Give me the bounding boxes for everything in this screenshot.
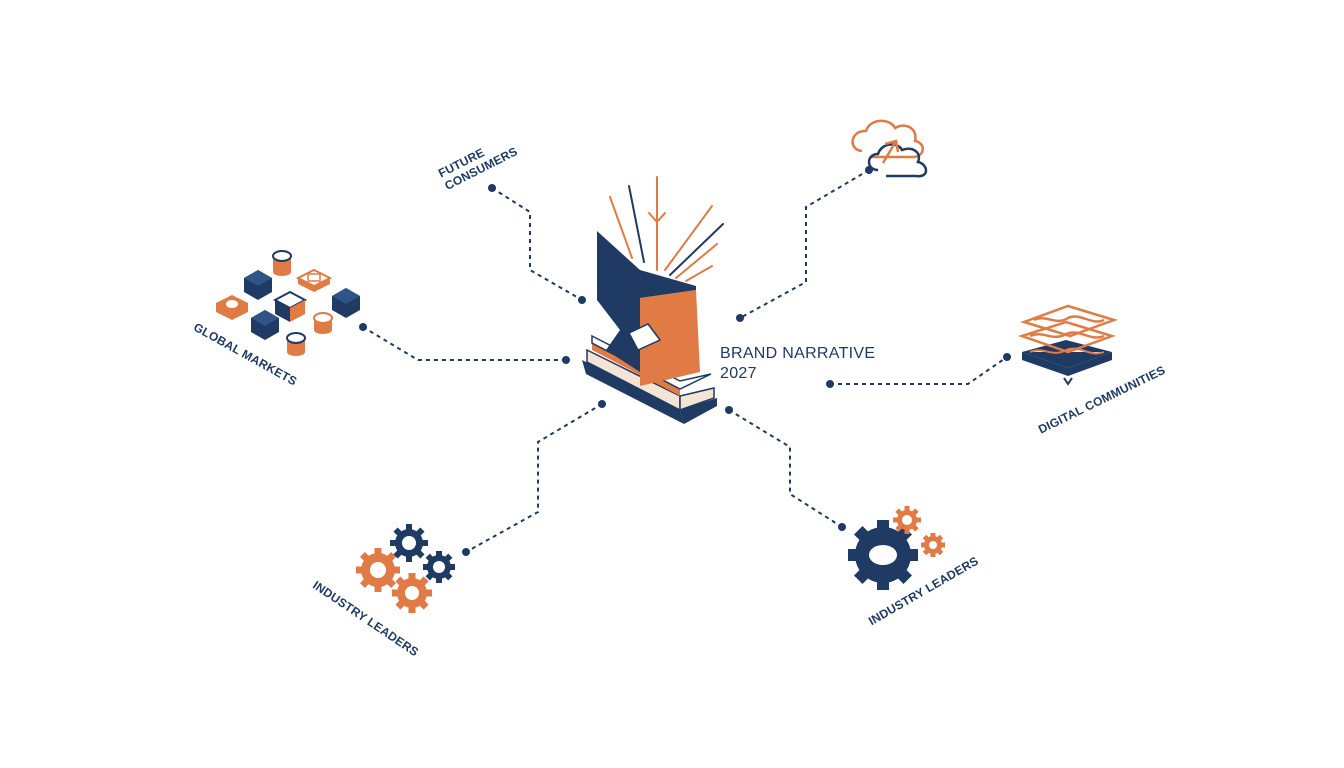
- gears-icon-right: [848, 506, 945, 590]
- connector-global-markets: [362, 326, 566, 361]
- connector-digital-communities: [830, 356, 1008, 385]
- connector-industry-leaders-right: [728, 409, 843, 528]
- connector-industry-leaders-left: [465, 403, 603, 553]
- connector-dot: [838, 523, 846, 531]
- connector-dot: [826, 380, 834, 388]
- center-title: BRAND NARRATIVE 2027: [720, 344, 875, 384]
- connector-dot: [578, 296, 586, 304]
- global-markets-icon: [216, 250, 360, 356]
- cloud-arrow-icon: [851, 119, 928, 178]
- connector-dot: [1003, 353, 1011, 361]
- connector-dot: [488, 184, 496, 192]
- connector-dot: [736, 314, 744, 322]
- gears-icon-left: [356, 524, 455, 613]
- open-book-icon: [582, 176, 724, 424]
- layers-icon: [1018, 304, 1118, 386]
- connector-dot: [359, 323, 367, 331]
- connector-future-consumers: [491, 187, 583, 301]
- center-title-line1: BRAND NARRATIVE: [720, 345, 876, 362]
- connector-dot: [562, 356, 570, 364]
- connector-dot: [725, 406, 733, 414]
- center-title-line2: 2027: [720, 365, 757, 382]
- connector-dot: [462, 548, 470, 556]
- connector-cloud: [739, 169, 870, 319]
- connector-dot: [598, 400, 606, 408]
